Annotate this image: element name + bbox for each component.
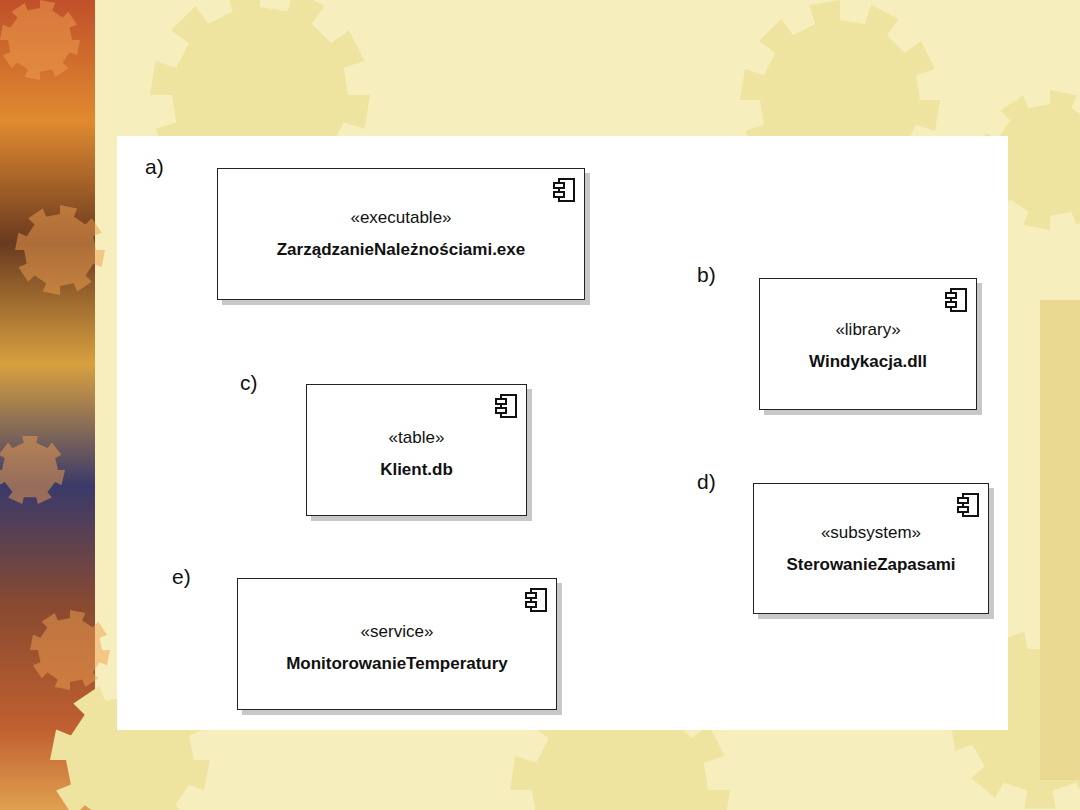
component-icon xyxy=(524,587,548,613)
figure-letter: b) xyxy=(697,263,716,287)
component-box: «service» MonitorowanieTemperatury xyxy=(237,578,557,710)
component-name: ZarządzanieNależnościami.exe xyxy=(218,239,584,261)
component-icon xyxy=(494,393,518,419)
stereotype: «library» xyxy=(760,319,976,341)
component-icon xyxy=(944,287,968,313)
gear-shape xyxy=(30,610,110,690)
component-name: SterowanieZapasami xyxy=(754,554,988,576)
strip-gears xyxy=(0,0,110,690)
component-name: MonitorowanieTemperatury xyxy=(238,653,556,675)
decor-strip xyxy=(0,0,95,810)
figure-letter: c) xyxy=(240,371,258,395)
stereotype: «service» xyxy=(238,621,556,643)
figure-letter: e) xyxy=(172,565,191,589)
stereotype: «subsystem» xyxy=(754,522,988,544)
component-icon xyxy=(552,177,576,203)
component-name: Windykacja.dll xyxy=(760,351,976,373)
component-box: «subsystem» SterowanieZapasami xyxy=(753,483,989,614)
component-name: Klient.db xyxy=(307,459,526,481)
gear-shape xyxy=(0,0,80,80)
gear-shape xyxy=(15,205,105,295)
gear-decor xyxy=(50,0,1080,810)
side-band xyxy=(1040,300,1080,780)
gear-shape xyxy=(0,436,65,504)
component-icon xyxy=(956,492,980,518)
figure-letter: d) xyxy=(697,470,716,494)
stereotype: «executable» xyxy=(218,207,584,229)
component-box: «library» Windykacja.dll xyxy=(759,278,977,410)
component-box: «executable» ZarządzanieNależnościami.exe xyxy=(217,168,585,300)
figure-letter: a) xyxy=(145,155,164,179)
stereotype: «table» xyxy=(307,427,526,449)
component-box: «table» Klient.db xyxy=(306,384,527,516)
